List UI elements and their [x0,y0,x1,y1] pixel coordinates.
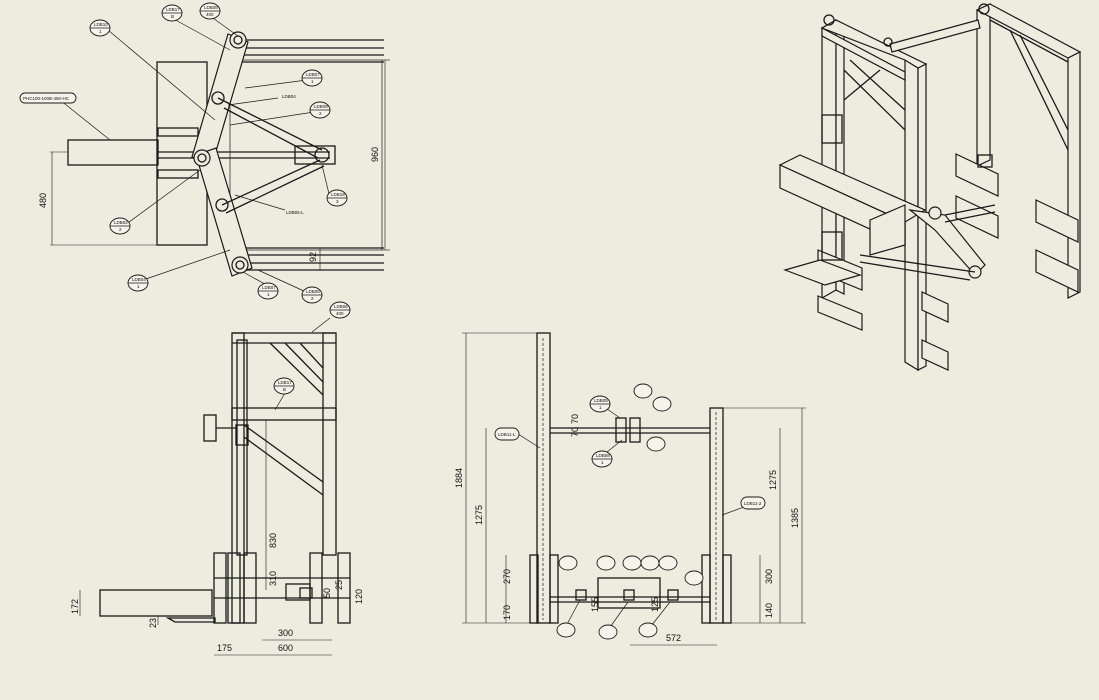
dim-side-70b: 70 [570,414,580,424]
svg-text:B: B [171,14,174,19]
balloon-b5: LDB09 2 [309,101,331,119]
balloon-b14: LDB08 1 [591,450,613,468]
svg-text:B: B [283,387,286,392]
balloon-b3: LDB08 400 [199,2,221,20]
svg-text:LDB08: LDB08 [596,453,610,458]
svg-text:1: 1 [99,29,102,34]
svg-text:LDB08: LDB08 [204,5,218,10]
svg-text:1: 1 [311,79,314,84]
top-note-2: LDB05-L [286,210,304,215]
svg-text:3: 3 [336,199,339,204]
top-note-1: LDB04 [282,94,296,99]
balloon-b6: LDB02 2 [109,217,131,235]
dim-side-1275-right: 1275 [768,470,778,490]
svg-text:LDB02: LDB02 [114,220,128,225]
dim-side-125: 125 [650,597,660,612]
balloon-b7: LDB18 3 [326,189,348,207]
svg-text:1: 1 [599,405,602,410]
dim-side-1385: 1385 [790,508,800,528]
svg-text:LDB09: LDB09 [314,104,328,109]
dim-top-960: 960 [370,147,380,162]
dim-side-1275-left: 1275 [474,505,484,525]
top-view: 480 960 92 PHC100-100B-450-HC LDB04 LDB0… [19,15,390,293]
balloon-b10: LDB05 2 [301,286,323,304]
dim-side-270: 270 [502,569,512,584]
svg-text:1: 1 [601,460,604,465]
dim-side-170: 170 [502,605,512,620]
svg-text:1: 1 [137,284,140,289]
svg-text:400: 400 [206,12,214,17]
dim-side-140: 140 [764,603,774,618]
svg-text:400: 400 [336,311,344,316]
balloon-b13: LDB05 1 [589,395,611,413]
isometric-view [778,3,1082,372]
side-label-left: LDB11-L [498,432,516,437]
dim-side-572: 572 [666,633,681,643]
dim-front-310: 310 [268,571,278,586]
dim-front-300: 300 [278,628,293,638]
svg-text:LDB07: LDB07 [306,72,320,77]
side-view: 1884 1275 270 170 70 70 1385 1275 300 14… [454,332,806,646]
dim-front-23: 23 [148,618,158,628]
svg-text:LDB17: LDB17 [166,7,180,12]
svg-text:LDB18: LDB18 [331,192,345,197]
balloon-b8: LDB04 1 [127,274,149,292]
dim-side-155: 155 [590,597,600,612]
dim-side-70a: 70 [570,427,580,437]
svg-text:2: 2 [319,111,322,116]
dim-front-172: 172 [70,599,80,614]
dim-front-830: 830 [268,533,278,548]
front-view: 830 310 172 23 50 120 25 300 175 600 [70,317,364,656]
cylinder-label: PHC100-100B-450-HC [23,96,70,101]
dim-side-1884: 1884 [454,468,464,488]
svg-text:LDB04: LDB04 [132,277,146,282]
svg-text:LDB10: LDB10 [94,22,108,27]
dim-front-600: 600 [278,643,293,653]
svg-text:LDB17: LDB17 [278,380,292,385]
dim-front-25: 25 [334,580,344,590]
side-label-right: LDB11-2 [744,501,762,506]
balloon-b11: LDB06 400 [329,301,351,319]
dim-top-92: 92 [308,252,318,262]
dim-front-50: 50 [322,588,332,598]
balloon-b9: LDB07 1 [257,282,279,300]
svg-text:LDB07: LDB07 [262,285,276,290]
svg-text:1: 1 [267,292,270,297]
svg-text:LDB06: LDB06 [334,304,348,309]
svg-text:LDB05: LDB05 [594,398,608,403]
dim-front-175: 175 [217,643,232,653]
dim-side-300: 300 [764,569,774,584]
dim-front-120: 120 [354,589,364,604]
balloon-b4: LDB07 1 [301,69,323,87]
balloon-b1: LDB10 1 [89,19,111,37]
svg-text:LDB05: LDB05 [306,289,320,294]
dim-top-480: 480 [38,193,48,208]
svg-text:2: 2 [119,227,122,232]
svg-text:2: 2 [311,296,314,301]
